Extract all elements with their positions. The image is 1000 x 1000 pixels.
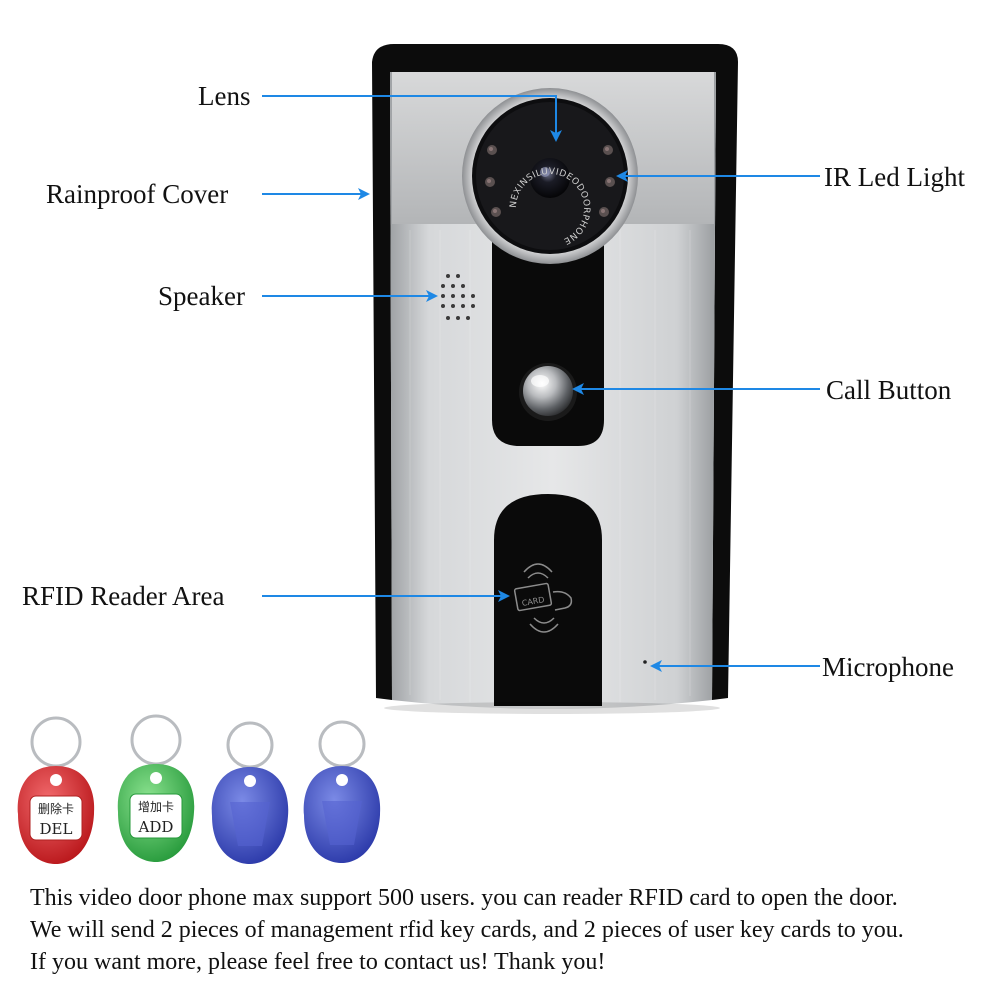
key-fob-user-2 <box>303 720 381 863</box>
lens-arrow <box>262 95 562 142</box>
microphone-hole <box>643 660 647 664</box>
label-lens: Lens <box>198 81 251 111</box>
label-speaker: Speaker <box>158 281 245 311</box>
card-icon-text: CARD <box>521 595 545 608</box>
description-line-1: This video door phone max support 500 us… <box>30 885 898 911</box>
call-button <box>519 363 577 421</box>
label-rainproof-cover: Rainproof Cover <box>46 179 229 209</box>
key-fob-add: 增加卡 ADD <box>117 714 195 862</box>
fob-add-label: ADD <box>138 818 174 836</box>
key-fob-del: 删除卡 DEL <box>17 716 95 864</box>
callout-arrows <box>262 95 820 672</box>
key-fob-user-1 <box>211 721 289 864</box>
rfid-card-icon <box>513 563 573 633</box>
speaker-grille <box>441 274 475 320</box>
description-line-3: If you want more, please feel free to co… <box>30 949 606 975</box>
label-microphone: Microphone <box>822 652 954 682</box>
label-call-button: Call Button <box>826 375 952 405</box>
description-line-2: We will send 2 pieces of management rfid… <box>30 917 904 943</box>
fob-del-chinese: 删除卡 <box>38 801 74 816</box>
description: This video door phone max support 500 us… <box>30 882 990 978</box>
key-fobs: 删除卡 DEL 增加卡 ADD <box>17 714 381 864</box>
label-rfid-reader-area: RFID Reader Area <box>22 581 225 611</box>
label-ir-led-light: IR Led Light <box>824 162 965 192</box>
ir-leds <box>485 145 615 217</box>
lens <box>530 158 570 198</box>
fob-add-chinese: 增加卡 <box>138 800 174 814</box>
rfid-reader-strip: CARD <box>494 494 602 706</box>
lens-assembly: NEXINSILUVIDEODOORPHONE <box>462 88 638 264</box>
fob-del-label: DEL <box>40 820 73 838</box>
